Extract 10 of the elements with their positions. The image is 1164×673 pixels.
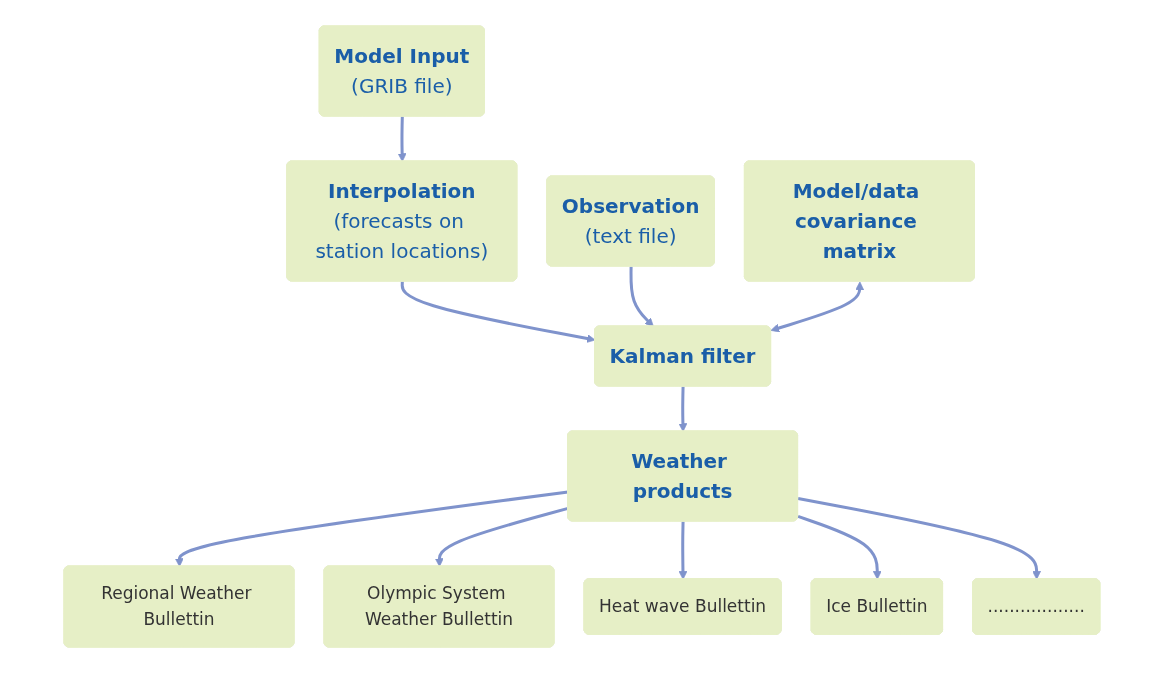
arrow xyxy=(797,515,882,580)
arrow xyxy=(678,386,688,432)
arrow xyxy=(797,496,1042,580)
arrow xyxy=(397,116,407,162)
arrow xyxy=(678,521,688,580)
arrow xyxy=(770,281,865,333)
arrow xyxy=(435,506,569,567)
arrow xyxy=(400,281,596,343)
arrow xyxy=(175,490,569,567)
arrow xyxy=(629,266,654,327)
